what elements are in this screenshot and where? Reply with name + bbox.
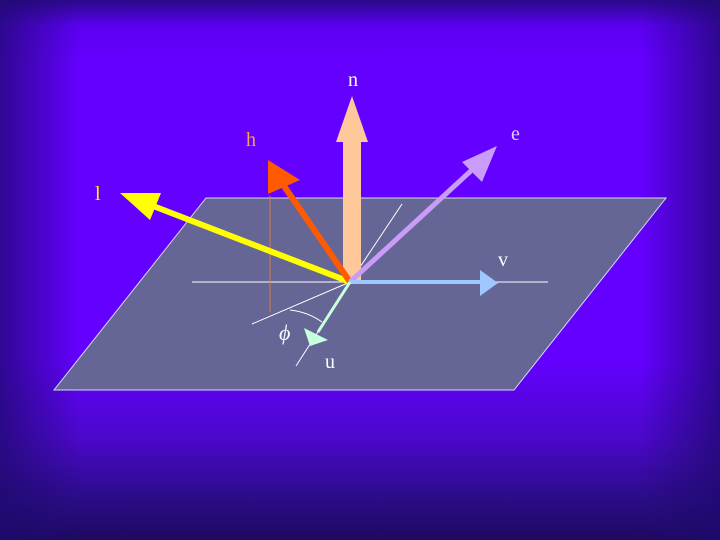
u-arrow-shaft bbox=[316, 281, 352, 333]
u-arrow-head bbox=[304, 328, 328, 346]
e-arrow-head bbox=[462, 146, 497, 182]
l-arrow-shaft bbox=[146, 201, 352, 285]
label-n: n bbox=[348, 69, 358, 91]
label-v: v bbox=[498, 249, 508, 271]
v-arrow-head bbox=[480, 270, 498, 296]
tangent-plane bbox=[52, 197, 668, 391]
l-light-arrow bbox=[120, 193, 352, 285]
label-phi: ϕ bbox=[279, 320, 290, 345]
projection-line bbox=[251, 281, 351, 325]
e-eye-arrow bbox=[348, 146, 497, 284]
phi-angle-arc bbox=[289, 309, 323, 323]
e-arrow-shaft bbox=[348, 166, 476, 284]
n-normal-arrow bbox=[336, 96, 368, 282]
label-l: l bbox=[95, 183, 101, 205]
label-u: u bbox=[325, 351, 335, 373]
l-arrow-head bbox=[120, 193, 161, 220]
h-arrow-head bbox=[268, 160, 300, 194]
label-h: h bbox=[246, 129, 256, 151]
h-arrow-shaft bbox=[281, 184, 353, 284]
label-e: e bbox=[511, 123, 520, 145]
u-bitangent-arrow bbox=[304, 281, 352, 346]
v-tangent-arrow bbox=[350, 270, 498, 296]
h-halfway-arrow bbox=[268, 160, 353, 284]
n-arrow-shape bbox=[336, 96, 368, 282]
